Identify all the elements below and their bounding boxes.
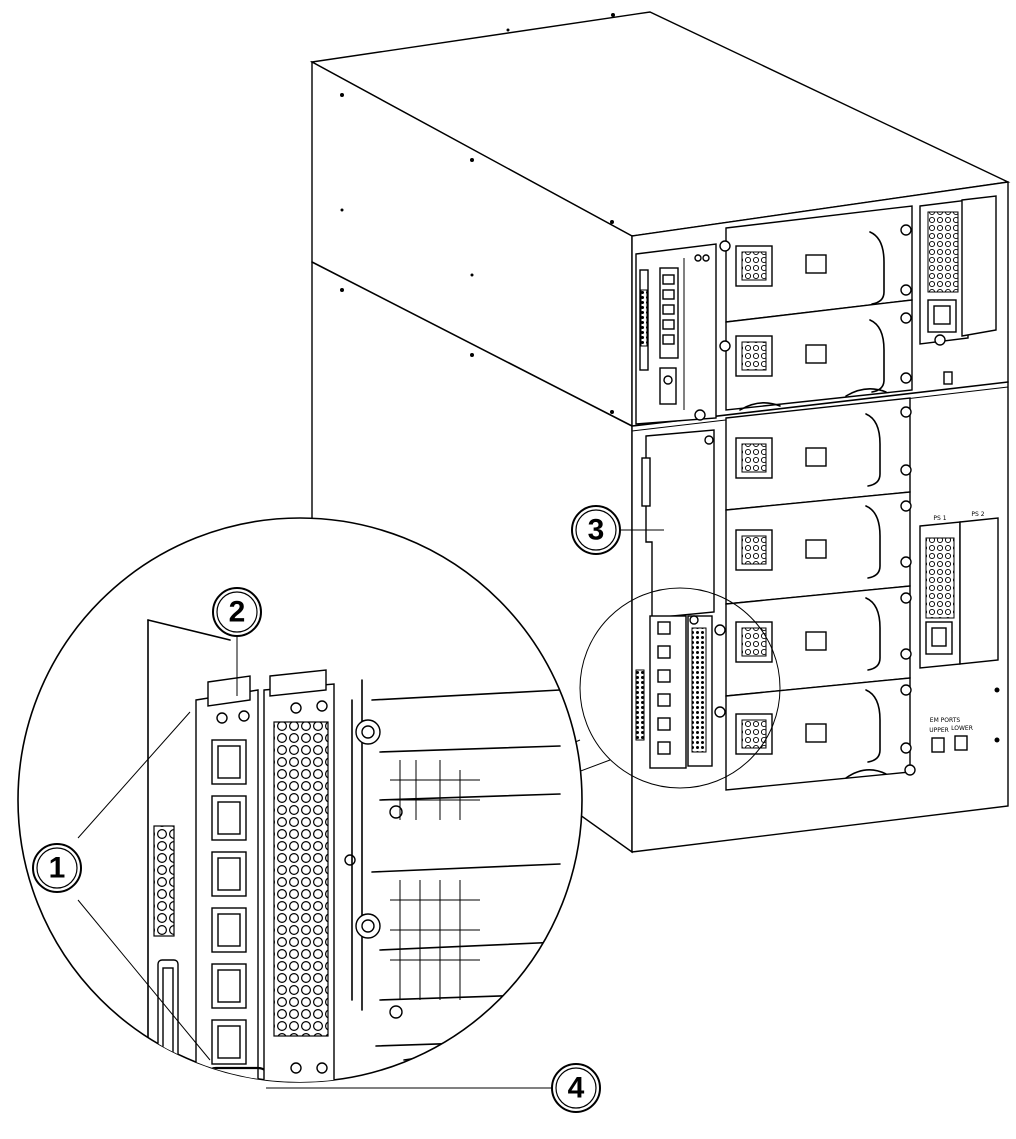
- callout-2-circle: [212, 587, 262, 637]
- drive-lower-1: [735, 406, 912, 487]
- callout-1-label: 1: [49, 852, 66, 885]
- callout-2-label: 2: [229, 596, 246, 629]
- em-upper-port: [931, 737, 945, 753]
- callout-4: 4: [551, 1063, 601, 1113]
- fc-ports: [211, 739, 247, 1065]
- upper-port-label: UPPER: [929, 727, 949, 734]
- drive-lower-3: [735, 592, 912, 671]
- upper-module-rear: [635, 195, 997, 425]
- status-led-1: [211, 1077, 229, 1082]
- em-lower-port: [954, 735, 968, 751]
- drive-upper-1: [719, 224, 912, 305]
- upper-power-supply: [919, 195, 997, 385]
- lower-port-label: LOWER: [951, 725, 973, 732]
- ps1-label: PS 1: [933, 515, 946, 522]
- vent-holes-left: [153, 825, 175, 937]
- callout-3: 3: [571, 505, 621, 555]
- led-highlight: [202, 1066, 272, 1082]
- blank-cover-plate: [645, 429, 715, 619]
- magnify-source-circle: [579, 587, 781, 789]
- callout-1: 1: [32, 843, 82, 893]
- callout-1-circle: [32, 843, 82, 893]
- callout-2: 2: [212, 587, 262, 637]
- fc-io-blade-small: [635, 615, 726, 769]
- callout-4-circle: [551, 1063, 601, 1113]
- drive-lower-4: [735, 684, 912, 763]
- status-led-2: [229, 1077, 247, 1082]
- drive-lower-2: [735, 500, 912, 579]
- ethernet-ports: [662, 274, 675, 345]
- lower-module-rear: PS 1 PS 2 EM PORTS UPPER LOWER: [579, 388, 1000, 791]
- ps2-label: PS 2: [971, 511, 984, 518]
- lower-power-supplies: PS 1 PS 2: [919, 511, 999, 669]
- zoom-detail: [17, 517, 583, 1083]
- module-seam: [311, 261, 633, 427]
- callout-3-circle: [571, 505, 621, 555]
- callout-4-label: 4: [568, 1072, 585, 1105]
- em-ports-label: EM PORTS: [930, 717, 961, 724]
- em-ports-panel: EM PORTS UPPER LOWER: [929, 717, 973, 753]
- callout-leaders: [77, 529, 664, 1089]
- callout-3-label: 3: [588, 514, 605, 547]
